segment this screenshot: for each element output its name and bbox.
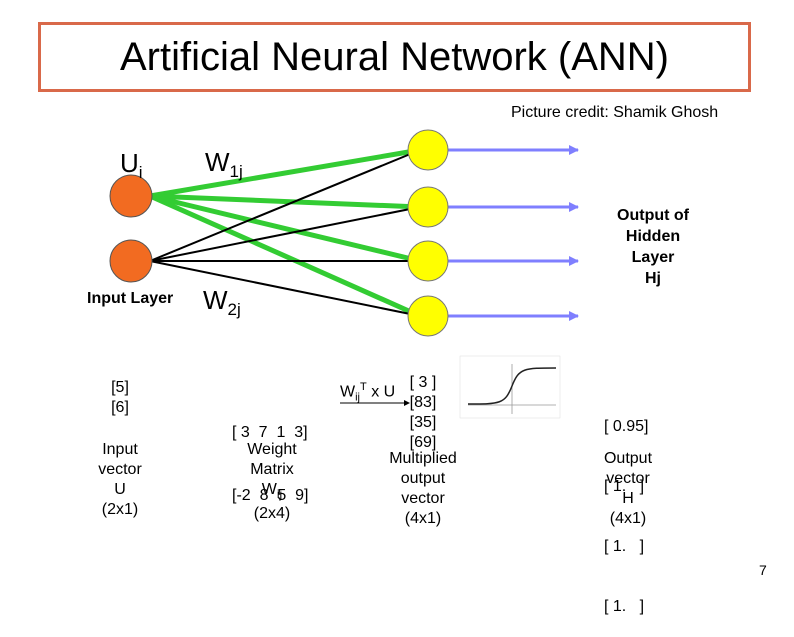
edges-w2j xyxy=(149,149,421,317)
output-arrows xyxy=(442,145,579,321)
hidden-node-1 xyxy=(407,129,449,171)
edge-u1-h4 xyxy=(148,193,422,319)
page-title: Artificial Neural Network (ANN) xyxy=(120,34,669,79)
hidden-node-3 xyxy=(407,240,449,282)
picture-credit: Picture credit: Shamik Ghosh xyxy=(511,104,719,121)
sigmoid-thumbnail xyxy=(459,355,561,419)
edge-u1-h2 xyxy=(149,193,421,210)
label-w2j: W2j xyxy=(203,285,241,319)
hidden-node-2 xyxy=(407,186,449,228)
hidden-node-4 xyxy=(407,295,449,337)
output-vector-caption: Output vector H (4x1) xyxy=(603,450,653,527)
network-diagram xyxy=(109,129,579,419)
edge-u2-h1 xyxy=(149,149,421,262)
weight-matrix-values: [ 3 7 1 3] [-2 8 5 9] xyxy=(232,424,309,504)
title-box: Artificial Neural Network (ANN) xyxy=(38,22,751,92)
page-number: 7 xyxy=(759,562,767,578)
input-layer-label: Input Layer xyxy=(87,290,174,307)
edge-u1-h1 xyxy=(149,147,421,199)
sigmoid-curve xyxy=(467,367,557,405)
input-node-2 xyxy=(109,239,153,283)
multiply-arrowhead xyxy=(404,400,410,406)
edges-w1j xyxy=(148,147,422,319)
input-vector-caption: Input vector U (2x1) xyxy=(98,441,142,518)
multiplied-vector-caption: Multiplied output vector (4x1) xyxy=(389,450,457,527)
multiplied-vector-values: [ 3 ] [83] [35] [69] xyxy=(409,374,437,451)
weight-matrix-caption: Weight Matrix Wij (2x4) xyxy=(247,441,297,523)
input-node-1 xyxy=(109,174,153,218)
output-hidden-label: Output of Hidden Layer Hj xyxy=(617,207,689,287)
edge-u2-h2 xyxy=(149,206,421,262)
input-vector-values: [5] [6] xyxy=(111,379,129,416)
transpose-product-label: WijT x U xyxy=(340,381,396,404)
label-w1j: W1j xyxy=(205,147,243,181)
edge-u1-h3 xyxy=(149,193,421,264)
label-u: Ui xyxy=(120,148,143,182)
edge-u2-h4 xyxy=(149,260,421,317)
